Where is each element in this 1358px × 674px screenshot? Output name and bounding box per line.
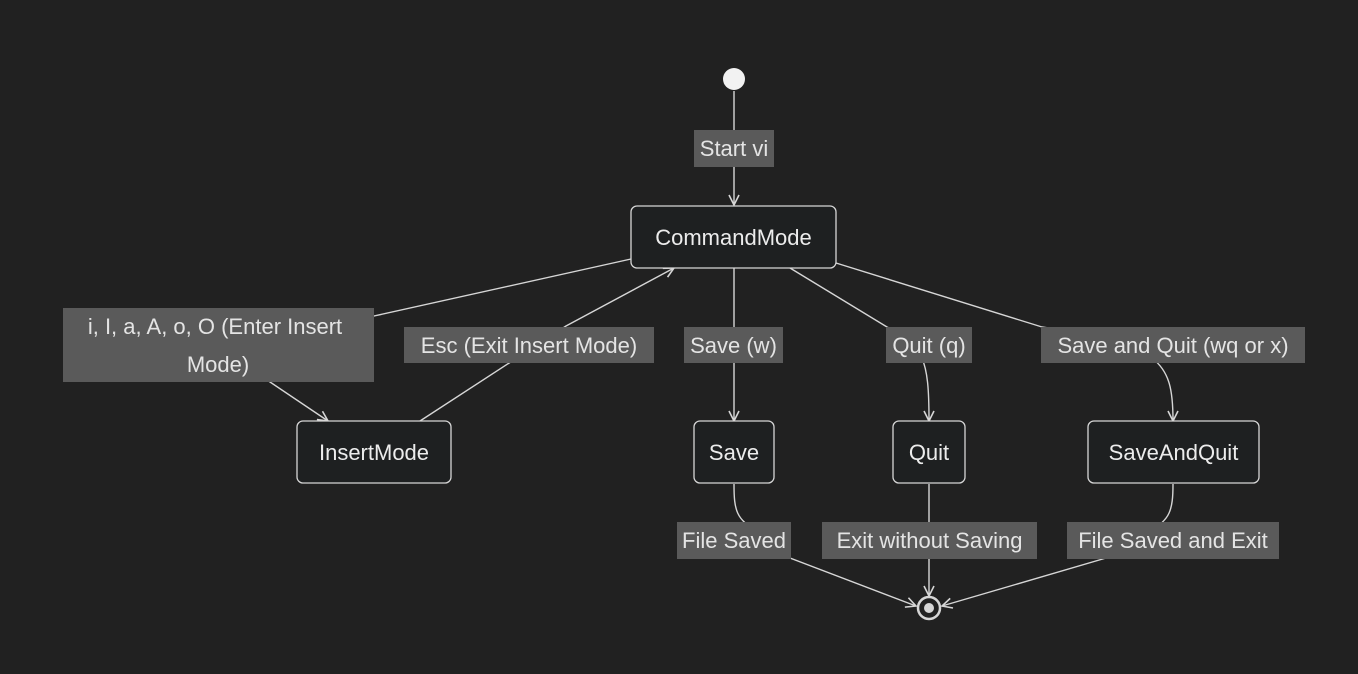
label-file-saved: File Saved bbox=[677, 522, 791, 559]
start-node bbox=[723, 68, 745, 90]
state-label: InsertMode bbox=[319, 440, 429, 465]
label-exit-without-saving: Exit without Saving bbox=[822, 522, 1037, 559]
state-label: Save bbox=[709, 440, 759, 465]
edge-label: Quit (q) bbox=[892, 333, 965, 358]
edge-label: Save and Quit (wq or x) bbox=[1057, 333, 1288, 358]
state-label: CommandMode bbox=[655, 225, 812, 250]
label-save-and-quit: Save and Quit (wq or x) bbox=[1041, 327, 1305, 363]
label-quit: Quit (q) bbox=[886, 327, 972, 363]
edge-label: File Saved and Exit bbox=[1078, 528, 1268, 553]
state-save[interactable]: Save bbox=[693, 420, 775, 484]
state-save-and-quit[interactable]: SaveAndQuit bbox=[1087, 420, 1260, 484]
edge-label: File Saved bbox=[682, 528, 786, 553]
label-enter-insert: i, I, a, A, o, O (Enter Insert Mode) bbox=[63, 308, 374, 382]
label-file-saved-and-exit: File Saved and Exit bbox=[1067, 522, 1279, 559]
state-label: SaveAndQuit bbox=[1109, 440, 1239, 465]
state-insert-mode[interactable]: InsertMode bbox=[296, 420, 452, 484]
edge-insert-to-command bbox=[419, 268, 674, 422]
edge-label: Esc (Exit Insert Mode) bbox=[421, 333, 637, 358]
label-save: Save (w) bbox=[684, 327, 783, 363]
edge-label: Start vi bbox=[700, 136, 768, 161]
edge-label-line1: i, I, a, A, o, O (Enter Insert bbox=[88, 314, 342, 339]
label-start-vi: Start vi bbox=[694, 130, 774, 167]
label-exit-insert: Esc (Exit Insert Mode) bbox=[404, 327, 654, 363]
edge-label: Save (w) bbox=[690, 333, 777, 358]
edge-label-line2: Mode) bbox=[187, 352, 249, 377]
state-command-mode[interactable]: CommandMode bbox=[630, 205, 837, 269]
state-quit[interactable]: Quit bbox=[892, 420, 966, 484]
edge-label: Exit without Saving bbox=[837, 528, 1023, 553]
end-node bbox=[916, 595, 942, 621]
state-label: Quit bbox=[909, 440, 949, 465]
